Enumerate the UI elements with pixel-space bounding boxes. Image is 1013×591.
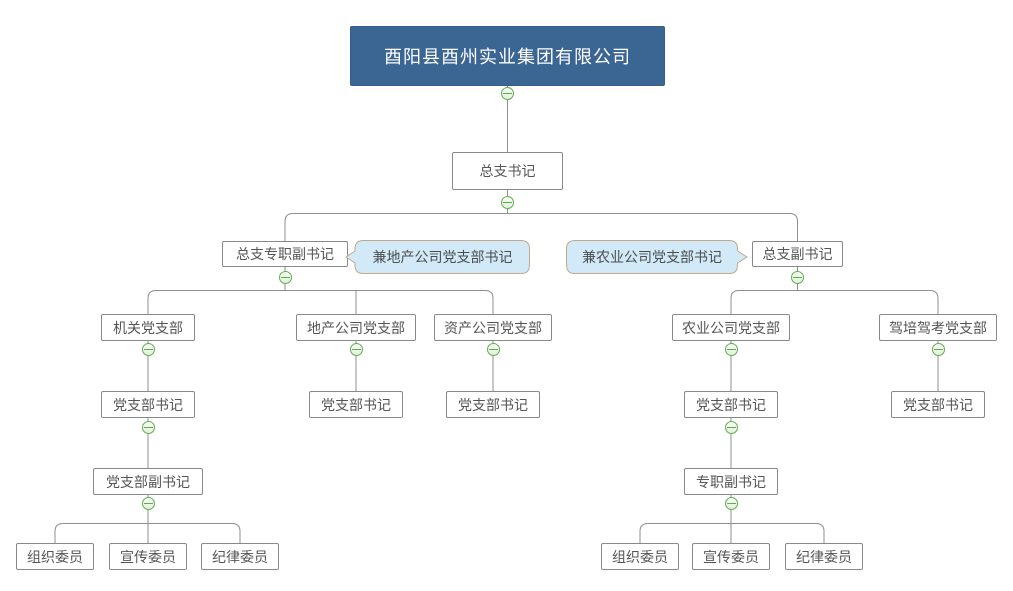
node-right-propaganda-member[interactable]: 宣传委员 bbox=[692, 543, 770, 570]
node-company[interactable]: 酉阳县酉州实业集团有限公司 bbox=[350, 26, 665, 86]
minus-glyph bbox=[351, 349, 361, 350]
node-fulltime-deputy-secretary[interactable]: 专职副书记 bbox=[684, 468, 778, 495]
minus-glyph bbox=[143, 427, 153, 428]
minus-glyph bbox=[726, 503, 736, 504]
minus-glyph bbox=[143, 503, 153, 504]
collapse-icon[interactable] bbox=[724, 497, 738, 510]
collapse-icon[interactable] bbox=[278, 271, 292, 284]
node-secretary-zichan[interactable]: 党支部书记 bbox=[446, 391, 540, 418]
connector-rail-level2 bbox=[284, 213, 798, 241]
node-branch-deputy-secretary[interactable]: 党支部副书记 bbox=[93, 468, 203, 495]
node-branch-nongye[interactable]: 农业公司党支部 bbox=[672, 314, 790, 341]
collapse-icon[interactable] bbox=[724, 343, 738, 356]
callout-right-label: 兼农业公司党支部书记 bbox=[582, 249, 722, 265]
callout-left-label: 兼地产公司党支部书记 bbox=[372, 249, 513, 265]
minus-glyph bbox=[793, 277, 802, 278]
collapse-icon[interactable] bbox=[724, 421, 738, 434]
minus-glyph bbox=[503, 93, 512, 94]
collapse-icon[interactable] bbox=[141, 343, 155, 356]
collapse-icon[interactable] bbox=[141, 497, 155, 510]
minus-glyph bbox=[280, 277, 290, 278]
collapse-icon[interactable] bbox=[791, 271, 804, 284]
collapse-icon[interactable] bbox=[501, 87, 514, 100]
node-secretary-jiguan[interactable]: 党支部书记 bbox=[101, 391, 195, 418]
node-left-discipline-member[interactable]: 纪律委员 bbox=[201, 543, 279, 570]
node-secretary-jiapei[interactable]: 党支部书记 bbox=[891, 391, 985, 418]
connector-rail-left-committee bbox=[54, 523, 241, 543]
node-secretary-dichan[interactable]: 党支部书记 bbox=[309, 391, 403, 418]
callout-left-note[interactable]: 兼地产公司党支部书记 bbox=[345, 240, 530, 274]
node-branch-zichan[interactable]: 资产公司党支部 bbox=[434, 314, 552, 341]
minus-glyph bbox=[488, 349, 498, 350]
callout-right-bubble bbox=[566, 240, 748, 274]
node-general-secretary[interactable]: 总支书记 bbox=[452, 152, 563, 190]
connector-rail-right-branches bbox=[730, 290, 939, 314]
minus-glyph bbox=[726, 427, 736, 428]
collapse-icon[interactable] bbox=[931, 343, 945, 356]
node-branch-jiapei[interactable]: 驾培驾考党支部 bbox=[879, 314, 997, 341]
node-right-deputy-secretary[interactable]: 总支副书记 bbox=[752, 241, 843, 267]
callout-right-note[interactable]: 兼农业公司党支部书记 bbox=[566, 240, 748, 274]
callout-left-bubble bbox=[345, 240, 530, 274]
node-right-organization-member[interactable]: 组织委员 bbox=[601, 543, 679, 570]
node-right-discipline-member[interactable]: 纪律委员 bbox=[785, 543, 863, 570]
collapse-icon[interactable] bbox=[141, 421, 155, 434]
collapse-icon[interactable] bbox=[501, 196, 514, 209]
connector-rail-right-committee bbox=[639, 523, 825, 543]
node-left-organization-member[interactable]: 组织委员 bbox=[16, 543, 94, 570]
node-branch-jiguan[interactable]: 机关党支部 bbox=[101, 314, 195, 341]
node-secretary-nongye[interactable]: 党支部书记 bbox=[684, 391, 778, 418]
minus-glyph bbox=[726, 349, 736, 350]
collapse-icon[interactable] bbox=[349, 343, 363, 356]
collapse-icon[interactable] bbox=[486, 343, 500, 356]
minus-glyph bbox=[503, 202, 512, 203]
minus-glyph bbox=[933, 349, 943, 350]
node-branch-dichan[interactable]: 地产公司党支部 bbox=[296, 314, 416, 341]
minus-glyph bbox=[143, 349, 153, 350]
node-left-deputy-secretary[interactable]: 总支专职副书记 bbox=[222, 241, 348, 267]
connector-rail-left-branches bbox=[147, 290, 494, 314]
node-left-propaganda-member[interactable]: 宣传委员 bbox=[109, 543, 187, 570]
